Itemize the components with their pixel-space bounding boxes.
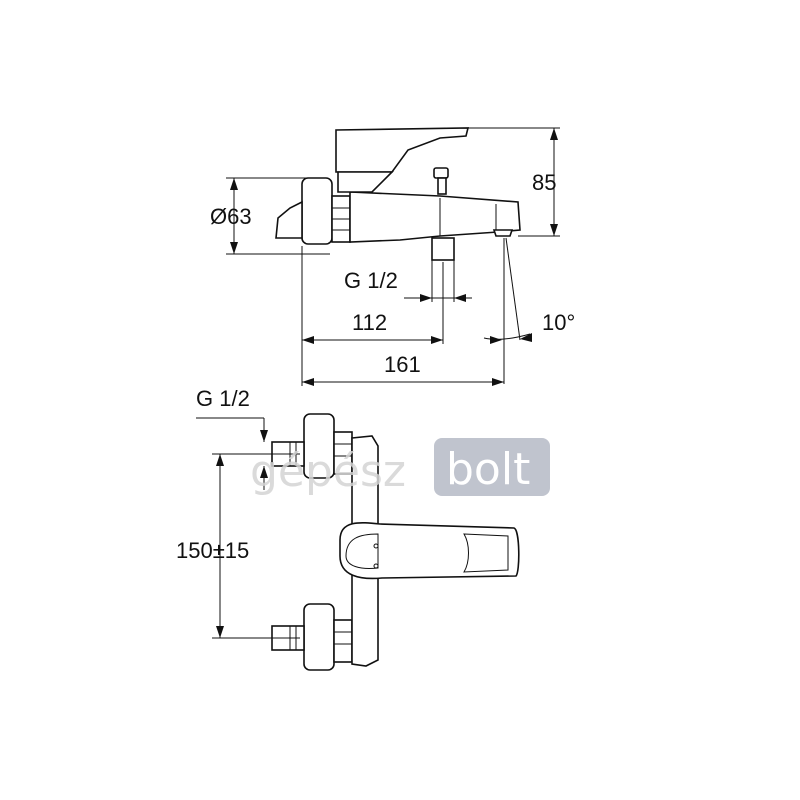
lower-flange — [303, 603, 335, 671]
dim-diameter-label: Ø63 — [210, 204, 252, 229]
wall-flange — [301, 177, 333, 245]
dim-112: 112 — [301, 246, 444, 386]
watermark-box — [434, 438, 550, 496]
dim-angle: 10° — [483, 237, 575, 384]
aerator — [492, 229, 514, 237]
dim-spacing: 150±15 — [176, 453, 300, 639]
plan-view — [271, 413, 520, 671]
watermark-text-bolt: bolt — [446, 444, 530, 495]
dim-112-label: 112 — [352, 310, 387, 335]
dim-85-label: 85 — [532, 170, 556, 195]
dim-spacing-label: 150±15 — [176, 538, 249, 563]
shower-outlet — [431, 237, 455, 261]
dim-85: 85 — [468, 127, 560, 237]
diverter-knob — [433, 167, 449, 179]
dim-thread-bottom-label: G 1/2 — [196, 386, 250, 411]
dim-diameter: Ø63 — [210, 177, 330, 255]
watermark-text-gepesz: gépész — [250, 446, 406, 497]
inlet-nipple — [275, 200, 303, 239]
side-view — [275, 127, 521, 261]
dim-161: 161 — [302, 352, 504, 386]
dim-thread-top-label: G 1/2 — [344, 268, 398, 293]
mixer-handle — [335, 127, 470, 173]
dim-thread-bottom: G 1/2 — [196, 386, 268, 490]
spout-body — [349, 191, 521, 243]
dim-angle-label: 10° — [542, 310, 575, 335]
dim-thread-top: G 1/2 — [344, 260, 472, 302]
watermark-logo: gépész bolt — [250, 438, 550, 497]
handle-lever — [339, 522, 520, 580]
lower-hex-nut — [333, 619, 353, 663]
dim-161-label: 161 — [384, 352, 421, 377]
